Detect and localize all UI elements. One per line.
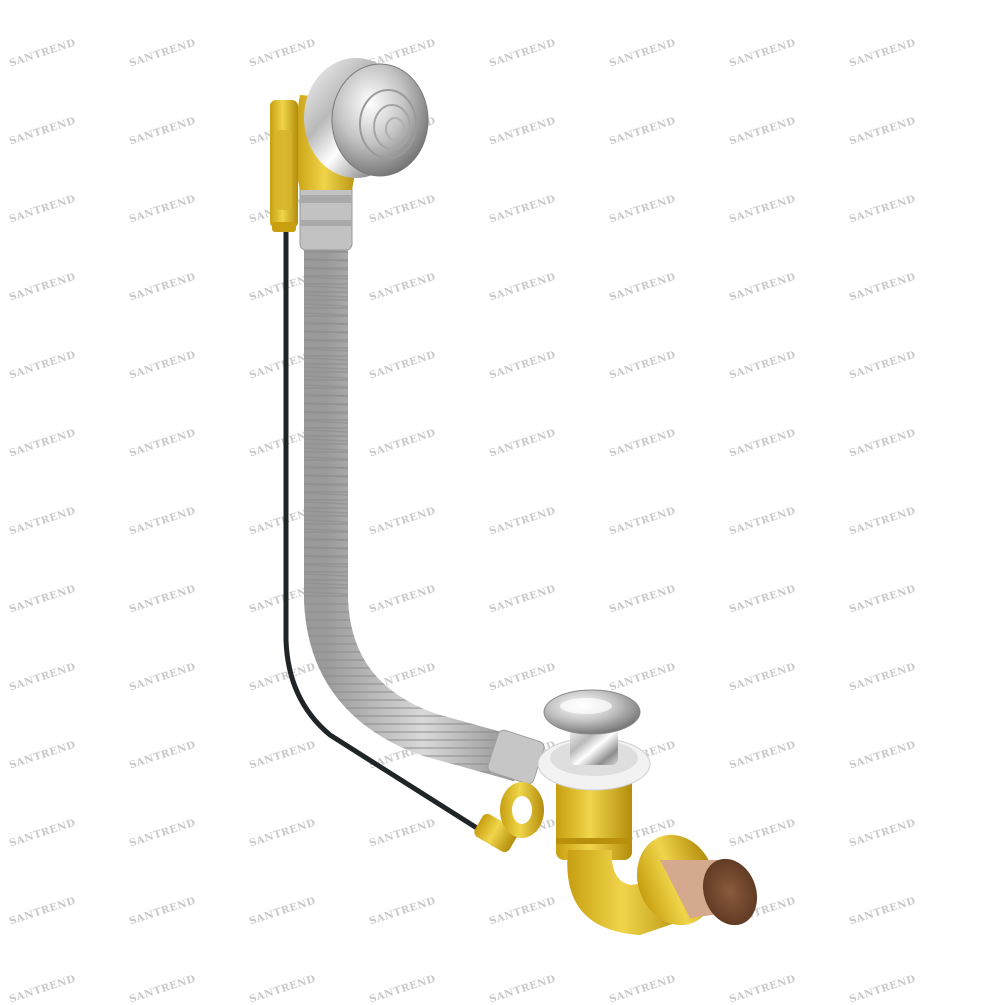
hose-rib (303, 366, 349, 370)
overflow-rosette-face (331, 63, 429, 177)
hose-rib (303, 474, 349, 478)
hose-rib (303, 303, 349, 307)
hose-rib (303, 321, 349, 325)
hose-rib (303, 528, 349, 532)
hose-rib (303, 564, 349, 568)
hose-rib (303, 573, 349, 577)
hose-rib (303, 384, 349, 388)
hose-rib (303, 420, 349, 424)
hose-rib (303, 330, 349, 334)
hose-rib (303, 501, 349, 505)
hose-rib (303, 411, 349, 415)
hose-rib (303, 312, 349, 316)
hose-rib (303, 267, 349, 271)
hose-rib (303, 555, 349, 559)
hose-rib (303, 582, 349, 586)
hose-rib (303, 483, 349, 487)
hose-rib (303, 294, 349, 298)
cable-connector (474, 813, 518, 853)
hose-rib (303, 519, 349, 523)
hose-rib (303, 510, 349, 514)
control-cable (283, 219, 483, 833)
hose-rib (303, 393, 349, 397)
hose-rib (303, 285, 349, 289)
hose-rib (303, 258, 349, 262)
hose-rib (303, 375, 349, 379)
hose-rib (303, 276, 349, 280)
hose-rib (303, 537, 349, 541)
hose-rib (303, 492, 349, 496)
hose-rib (303, 348, 349, 352)
waste-body (556, 770, 632, 860)
plug-stem (570, 725, 618, 765)
hose-rib (303, 357, 349, 361)
hose-rib (303, 591, 349, 595)
hose-rib (303, 456, 349, 460)
hose-rib (303, 438, 349, 442)
hose-rib (303, 429, 349, 433)
hose-rib (303, 546, 349, 550)
hose-rib (303, 339, 349, 343)
hose-rib (303, 447, 349, 451)
hose-rib (303, 465, 349, 469)
overflow-nut (299, 179, 353, 251)
hose-rib (303, 402, 349, 406)
